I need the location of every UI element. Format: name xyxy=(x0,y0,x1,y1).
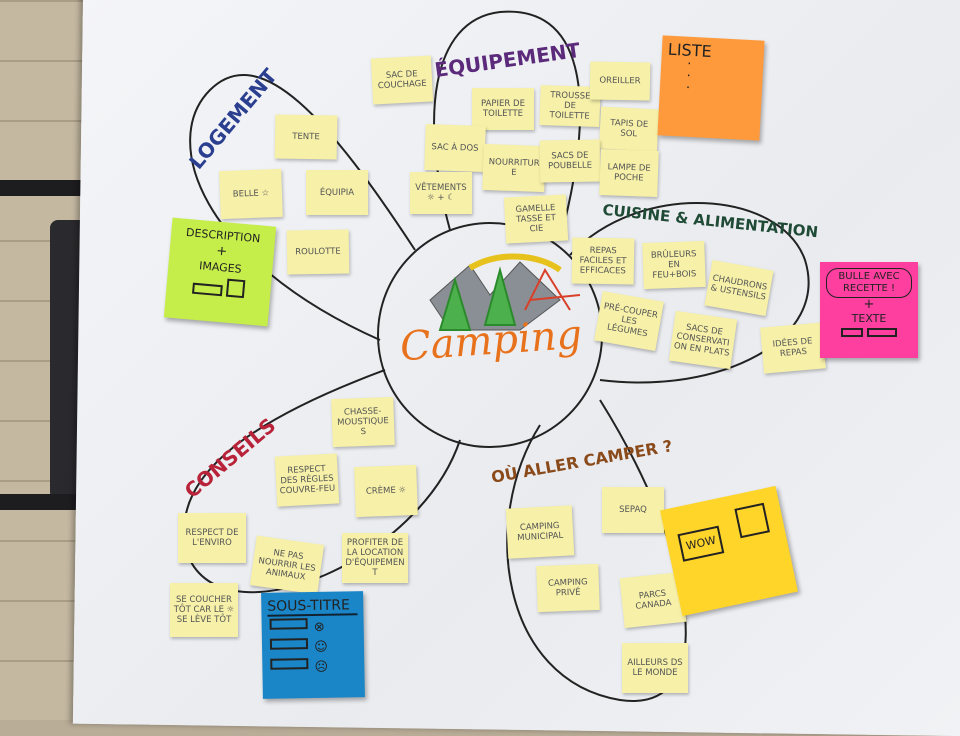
sticky-note: Sac de couchage xyxy=(370,55,434,105)
sticky-note: Nourriture xyxy=(482,143,546,193)
sticky-note: Oreiller xyxy=(589,61,651,101)
template-note-liste: Liste ··· xyxy=(657,35,765,141)
template-note-bulle: Bulle avec recette ! + Texte xyxy=(820,262,918,358)
sticky-note: Sacs de poubelle xyxy=(539,139,601,183)
sticky-note: Camping privé xyxy=(536,563,600,613)
sticky-note: Crème ☼ xyxy=(354,464,418,518)
placeholder-box xyxy=(192,282,223,297)
bulle-plus: + xyxy=(863,297,875,312)
wow-label: Wow xyxy=(677,525,725,562)
sticky-note: Profiter de la location d'équipement xyxy=(342,533,408,583)
sticky-note: Repas faciles et efficaces xyxy=(571,237,635,285)
sticky-note: SEPAQ xyxy=(602,487,664,533)
tent-drawing xyxy=(524,267,581,311)
texte-label: Texte xyxy=(851,312,887,325)
sticky-note: Papier de toilette xyxy=(472,88,534,130)
sticky-note: Chasse-moustiques xyxy=(331,396,395,448)
liste-dots: ··· xyxy=(685,56,692,96)
mindmap-lines xyxy=(183,10,810,703)
template-note-description: Description + Images xyxy=(163,217,277,327)
sticky-note: Roulotte xyxy=(286,229,350,275)
sticky-note: Sac à dos xyxy=(424,123,486,173)
tree-drawing xyxy=(438,266,517,331)
sticky-note: Vêtements ☼ + ☾ xyxy=(410,172,472,214)
sticky-note: Tente xyxy=(274,114,338,160)
sticky-note: Belle ☆ xyxy=(219,168,283,220)
sticky-note: Sacs de conservation en plats xyxy=(668,310,738,370)
sticky-note: Camping municipal xyxy=(505,505,575,559)
sticky-note: Lampe de poche xyxy=(599,149,659,197)
placeholder-box xyxy=(841,328,863,337)
placeholder-box xyxy=(867,328,897,337)
template-note-sous-titre: Sous-titre ⊗ ☺ ☹ xyxy=(261,591,365,699)
sticky-note: Tapis de sol xyxy=(598,106,660,152)
sous-titre-label: Sous-titre xyxy=(267,597,358,617)
sticky-note: Ailleurs ds le monde xyxy=(622,643,688,693)
sticky-note: Équipia xyxy=(306,170,368,215)
sticky-note: Ne pas nourrir les animaux xyxy=(249,535,325,595)
sticky-note: Gamelle tasse et cie xyxy=(503,194,569,244)
sticky-note: Idées de repas xyxy=(760,322,826,374)
sun-drawing xyxy=(468,253,562,273)
bulle-label: Bulle avec recette ! xyxy=(826,268,912,298)
petal-cuisine xyxy=(569,202,810,384)
sticky-note: Pré-couper les légumes xyxy=(594,290,664,352)
placeholder-box xyxy=(225,278,246,299)
sticky-note: Brûleurs en feu+bois xyxy=(642,240,706,290)
sticky-note: Respect des règles couvre-feu xyxy=(274,453,340,507)
sticky-note: Respect de l'enviro xyxy=(178,513,246,563)
sticky-note: Se coucher tôt car le ☼ se lève tôt xyxy=(170,583,238,637)
wow-sketch xyxy=(733,502,770,539)
sous-titre-sketch: ⊗ ☺ ☹ xyxy=(268,615,359,677)
